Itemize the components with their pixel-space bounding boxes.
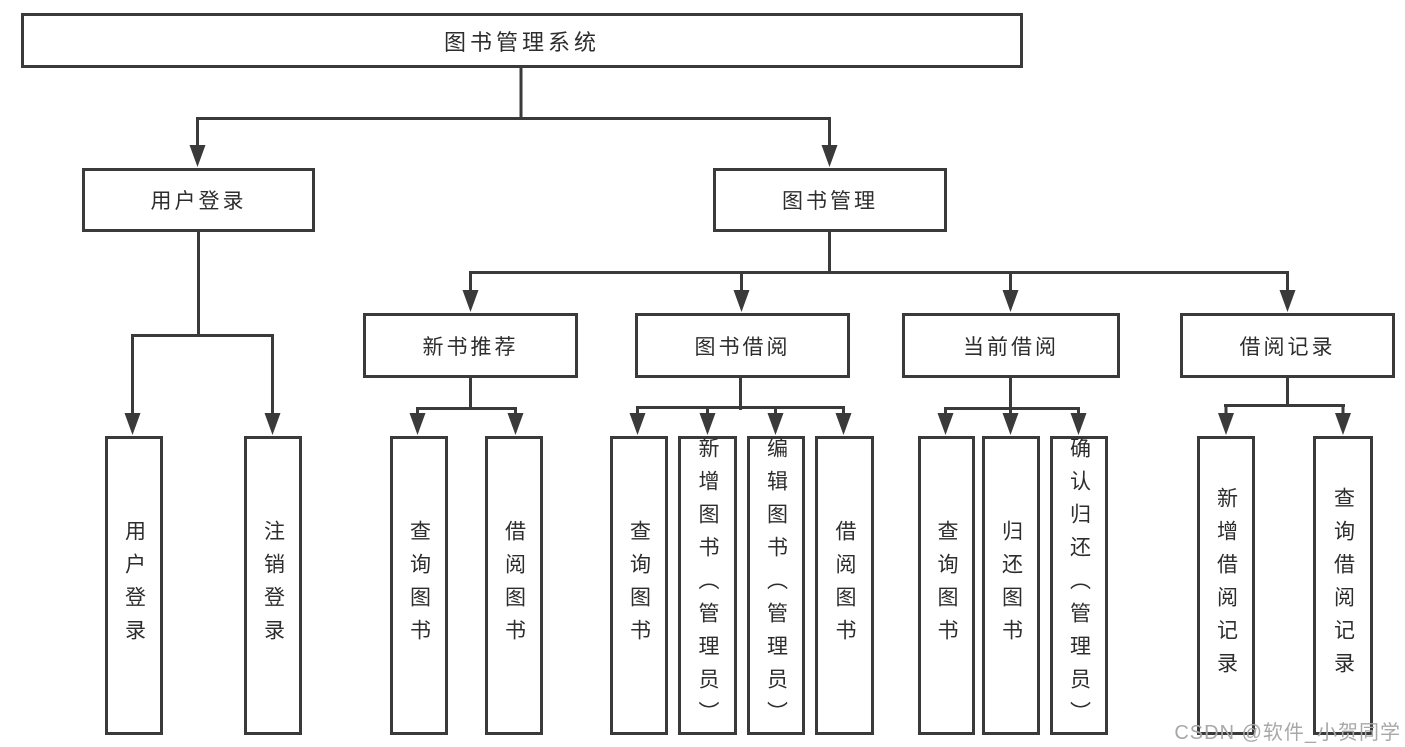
node-label: 图书管理系统 — [443, 29, 600, 55]
node-current-borrowing: 当前借阅 — [902, 313, 1120, 378]
leaf-label: 查询图书 — [935, 519, 958, 652]
node-label: 新书推荐 — [422, 335, 519, 359]
node-borrowing-records: 借阅记录 — [1180, 313, 1395, 378]
leaf-label: 归还图书 — [999, 519, 1023, 652]
node-label: 图书借阅 — [694, 335, 791, 359]
leaf-label: 查询图书 — [627, 519, 651, 652]
leaf-label: 新增图书（管理员） — [696, 437, 719, 734]
arrowheads-new-book-recommend-leaves — [409, 413, 524, 435]
leaf-add-books-admin: 新增图书（管理员） — [678, 436, 737, 735]
node-label: 图书管理 — [782, 190, 878, 213]
leaf-user-login: 用户登录 — [105, 436, 163, 735]
leaf-edit-books-admin: 编辑图书（管理员） — [747, 436, 805, 735]
leaf-label: 用户登录 — [122, 519, 146, 652]
node-label: 用户登录 — [150, 190, 247, 213]
node-label: 借阅记录 — [1239, 335, 1336, 359]
connector-borrowing-records-to-leaves — [1224, 378, 1345, 414]
leaf-label: 编辑图书（管理员） — [764, 437, 788, 734]
leaf-return-books: 归还图书 — [982, 436, 1040, 735]
connector-book-management-to-level3 — [469, 232, 1289, 292]
leaf-query-books-recommend: 查询图书 — [390, 436, 448, 735]
arrowheads-user-login-leaves — [124, 413, 281, 435]
arrowheads-level2 — [189, 145, 838, 167]
connector-user-login-to-leaves — [131, 232, 274, 414]
connector-new-book-recommend-to-leaves — [416, 378, 517, 414]
arrowheads-level3 — [462, 290, 1296, 312]
leaf-confirm-return-admin: 确认归还（管理员） — [1050, 436, 1108, 735]
leaf-label: 借阅图书 — [502, 519, 526, 652]
node-root-library-management-system: 图书管理系统 — [21, 13, 1023, 68]
leaf-add-borrow-record: 新增借阅记录 — [1197, 436, 1255, 735]
node-label: 当前借阅 — [963, 335, 1059, 359]
connector-current-borrowing-to-leaves — [944, 378, 1080, 414]
leaf-label: 注销登录 — [261, 519, 285, 652]
leaf-label: 确认归还（管理员） — [1067, 437, 1091, 734]
csdn-watermark: CSDN @软件_小贺同学 — [1174, 722, 1401, 744]
node-book-borrowing: 图书借阅 — [635, 313, 850, 378]
leaf-query-borrow-record: 查询借阅记录 — [1313, 436, 1373, 735]
leaf-label: 查询图书 — [407, 519, 431, 652]
leaf-query-books-borrowing: 查询图书 — [610, 436, 668, 735]
connector-book-borrowing-to-leaves — [636, 378, 845, 414]
node-book-management: 图书管理 — [713, 168, 947, 232]
leaf-query-books-current: 查询图书 — [918, 436, 975, 735]
leaf-borrow-books-recommend: 借阅图书 — [485, 436, 543, 735]
arrowheads-current-borrowing-leaves — [937, 413, 1087, 435]
node-user-login: 用户登录 — [82, 168, 315, 232]
leaf-borrow-books: 借阅图书 — [815, 436, 874, 735]
leaf-label: 借阅图书 — [833, 519, 856, 652]
leaf-label: 新增借阅记录 — [1214, 486, 1238, 685]
leaf-logout: 注销登录 — [244, 436, 302, 735]
arrowheads-borrowing-records-leaves — [1218, 413, 1351, 435]
node-new-book-recommend: 新书推荐 — [363, 313, 578, 378]
connector-root-to-level2 — [196, 66, 831, 147]
leaf-label: 查询借阅记录 — [1331, 486, 1355, 685]
arrowheads-book-borrowing-leaves — [629, 413, 852, 435]
